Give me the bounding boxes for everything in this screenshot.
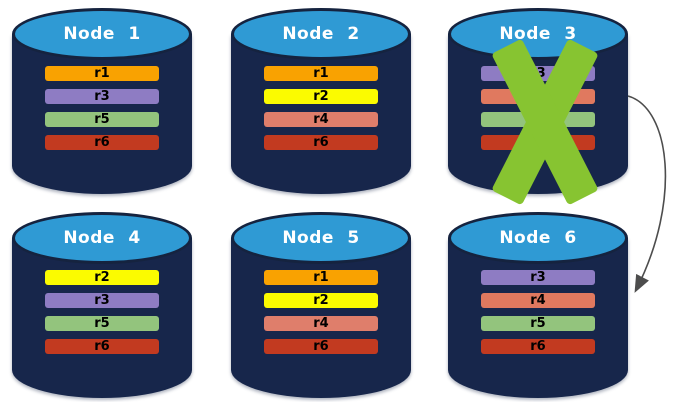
replica-bar: r5 xyxy=(45,316,159,331)
node-6: Node 6 r3 r4 r5 r6 xyxy=(448,212,628,398)
replica-list: r1 r2 r4 r6 xyxy=(264,66,378,158)
replica-bar: r5 xyxy=(45,112,159,127)
node-2: Node 2 r1 r2 r4 r6 xyxy=(231,8,411,194)
node-5: Node 5 r1 r2 r4 r6 xyxy=(231,212,411,398)
cylinder-top: Node 5 xyxy=(231,212,411,264)
node-4: Node 4 r2 r3 r5 r6 xyxy=(12,212,192,398)
node-title: Node 3 xyxy=(499,24,577,44)
replica-bar: r6 xyxy=(481,339,595,354)
node-3: Node 3 r3 xyxy=(448,8,628,194)
node-title: Node 1 xyxy=(63,24,141,44)
replica-list: r3 r4 r5 r6 xyxy=(481,270,595,362)
replica-bar: r6 xyxy=(45,135,159,150)
node-title: Node 6 xyxy=(499,228,577,248)
replica-bar: r6 xyxy=(264,339,378,354)
replica-bar: r2 xyxy=(45,270,159,285)
cylinder-top: Node 3 xyxy=(448,8,628,60)
cylinder-top: Node 2 xyxy=(231,8,411,60)
replica-bar: r1 xyxy=(264,66,378,81)
failover-arrow-path xyxy=(627,95,667,293)
replica-bar: r6 xyxy=(264,135,378,150)
replica-bar: r3 xyxy=(481,270,595,285)
cylinder-top: Node 6 xyxy=(448,212,628,264)
replica-bar: r1 xyxy=(45,66,159,81)
replica-bar: r3 xyxy=(45,293,159,308)
replica-list: r1 r2 r4 r6 xyxy=(264,270,378,362)
node-title: Node 4 xyxy=(63,228,141,248)
replica-bar: r2 xyxy=(264,293,378,308)
node-title: Node 2 xyxy=(282,24,360,44)
replica-bar: r2 xyxy=(264,89,378,104)
replica-bar: r1 xyxy=(264,270,378,285)
replica-bar: r4 xyxy=(264,112,378,127)
replica-list: r1 r3 r5 r6 xyxy=(45,66,159,158)
cylinder-top: Node 1 xyxy=(12,8,192,60)
cylinder-top: Node 4 xyxy=(12,212,192,264)
replica-bar: r4 xyxy=(481,293,595,308)
node-1: Node 1 r1 r3 r5 r6 xyxy=(12,8,192,194)
replica-bar: r3 xyxy=(45,89,159,104)
replica-bar: r4 xyxy=(264,316,378,331)
replica-bar: r5 xyxy=(481,316,595,331)
replica-bar: r6 xyxy=(45,339,159,354)
node-title: Node 5 xyxy=(282,228,360,248)
replica-list: r2 r3 r5 r6 xyxy=(45,270,159,362)
